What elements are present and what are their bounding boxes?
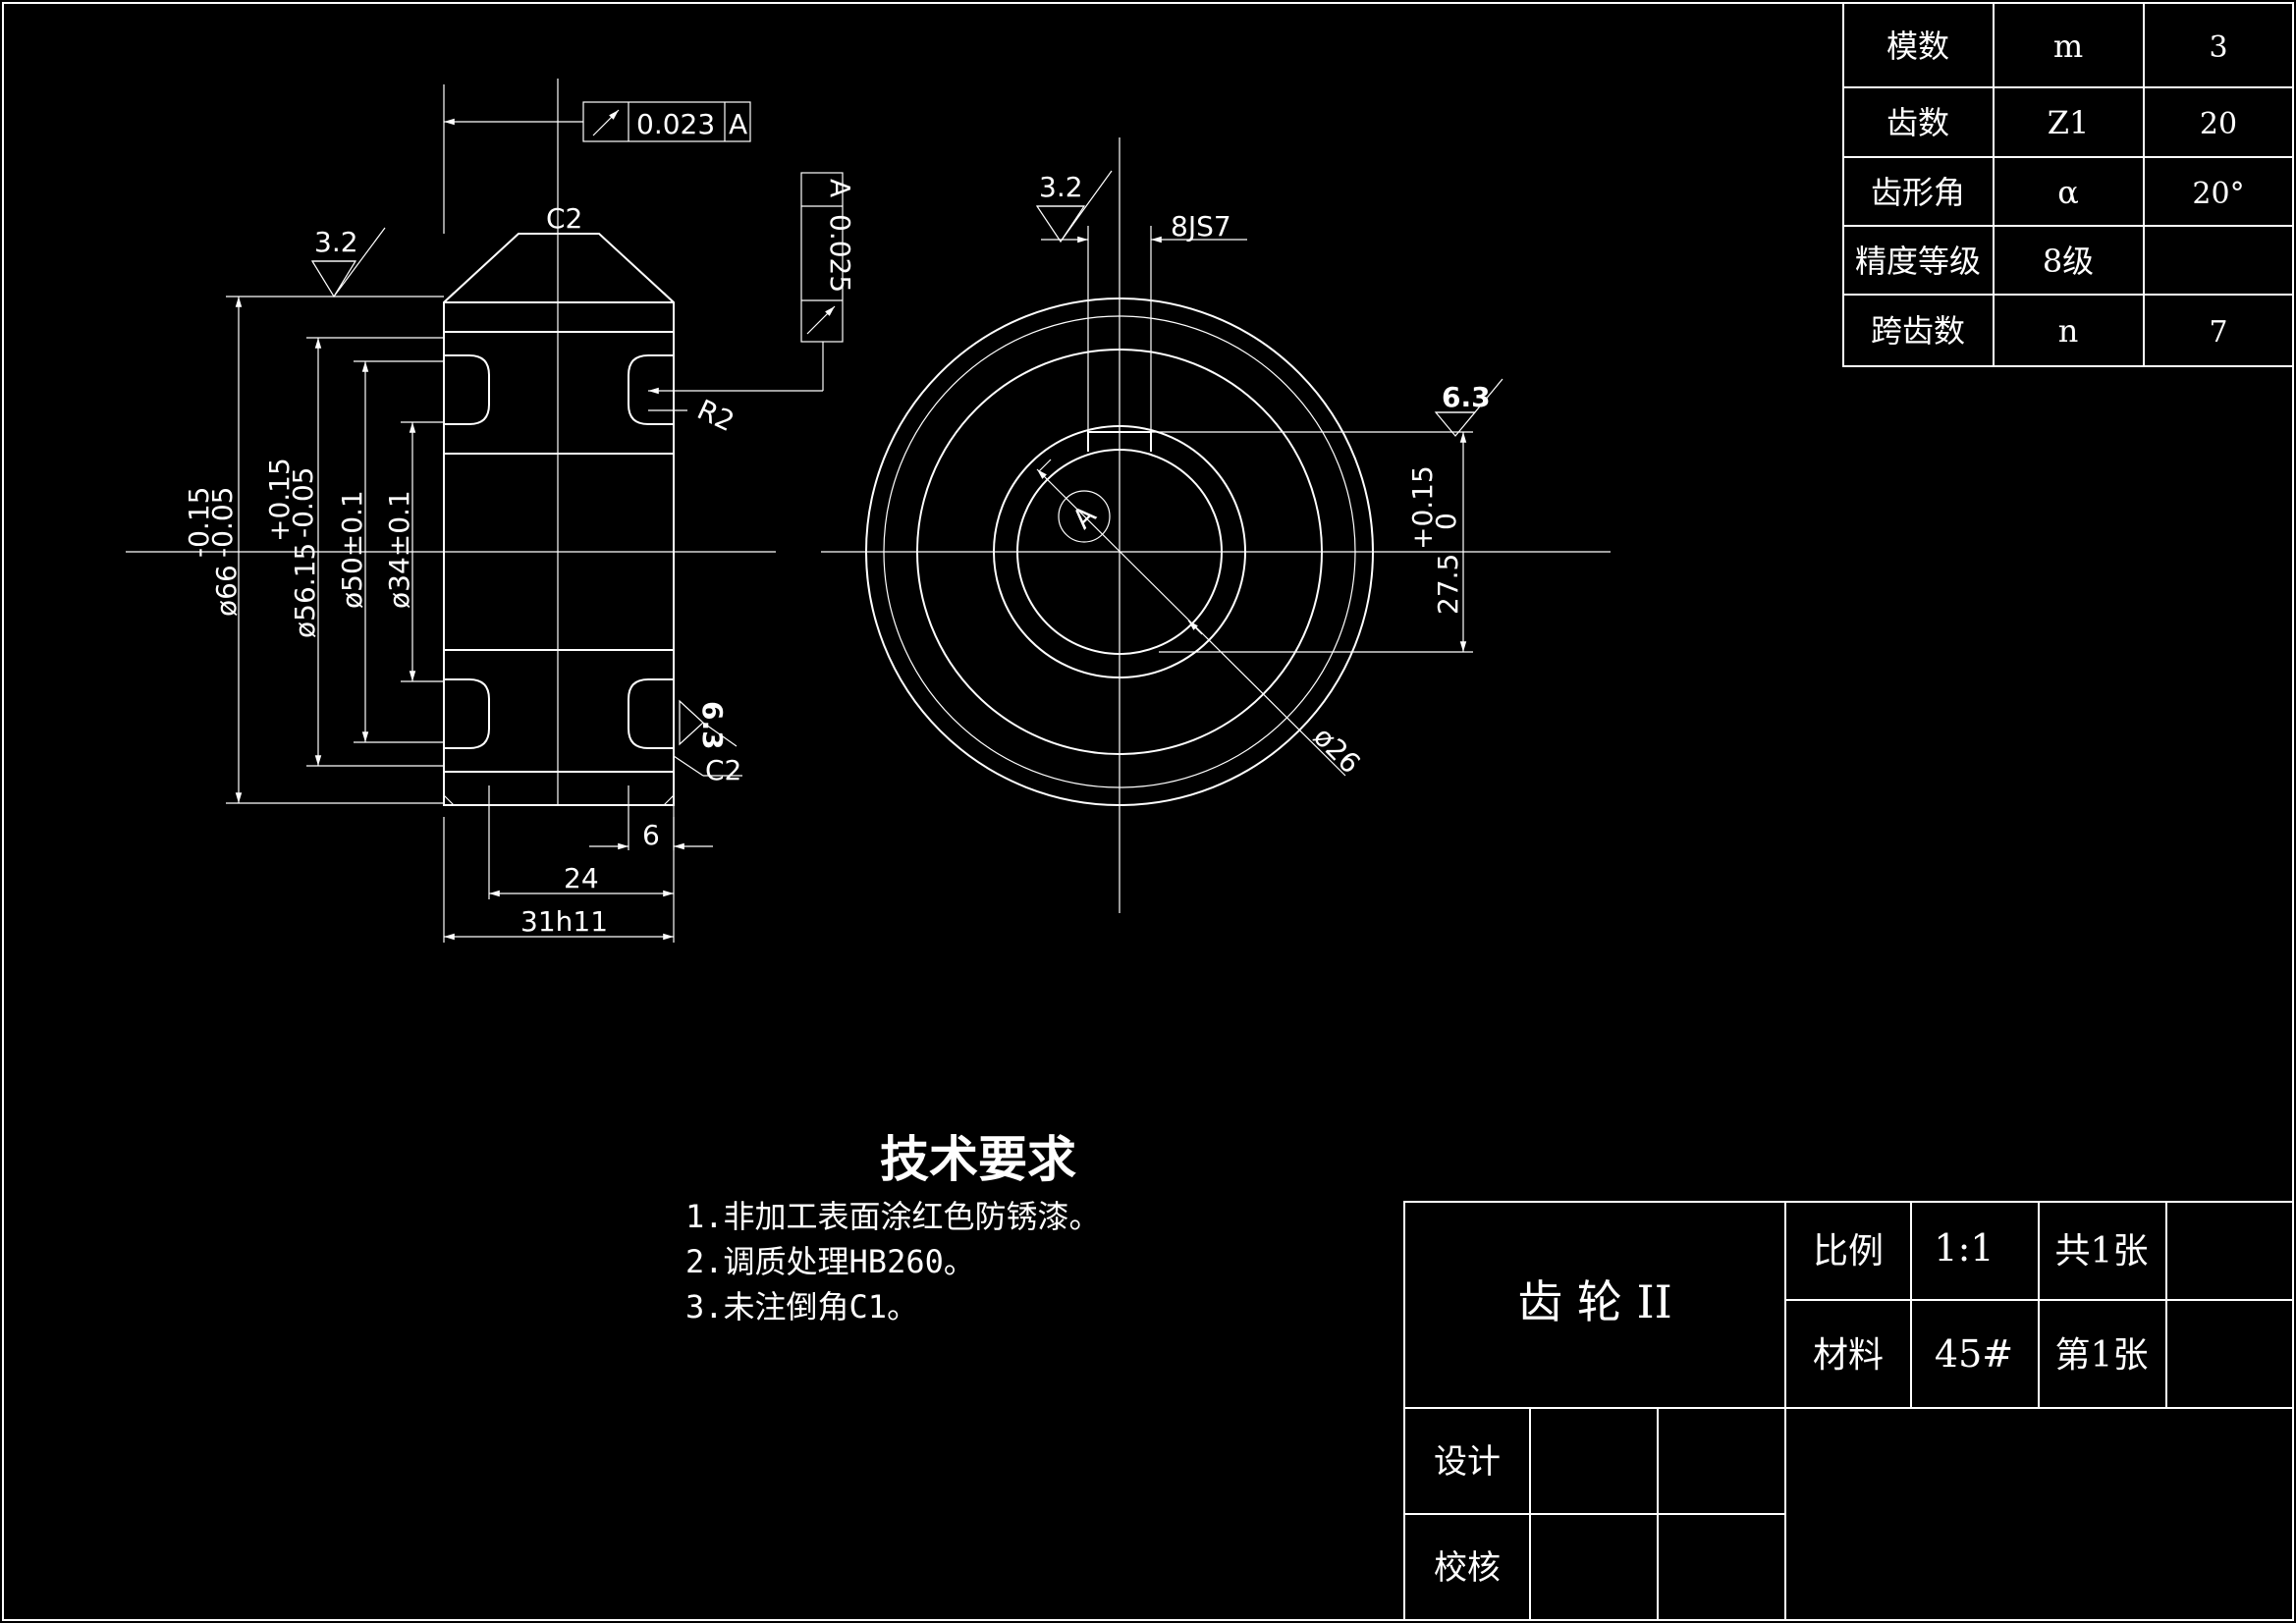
technical-requirements: 技术要求 1.非加工表面涂红色防锈漆。 2.调质处理HB260。 3.未注倒角C… [685,1131,1101,1325]
param-value-teeth: 20 [2200,107,2237,141]
param-value-span-teeth: 7 [2209,315,2227,350]
param-symbol-module: m [2053,27,2083,65]
param-symbol-pressure-angle: α [2057,174,2079,211]
dim-diameter-34: ø34±0.1 [383,490,415,609]
param-name-span-teeth: 跨齿数 [1871,312,1965,350]
chamfer-top-label: C2 [546,202,582,235]
param-name-teeth: 齿数 [1886,104,1949,141]
designer-label: 设计 [1434,1442,1501,1482]
dim-diameter-50: ø50±0.1 [336,490,368,609]
svg-text:6.3: 6.3 [1442,381,1491,413]
requirement-item-2: 2.调质处理HB260。 [685,1243,975,1280]
dim-pitch-tolerance-upper: +0.15 [263,458,296,542]
scale-value: 1:1 [1934,1226,1994,1270]
bore-diameter-label: ø26 [1307,721,1367,781]
dim-pitch-tolerance-lower: -0.05 [287,467,319,538]
roughness-symbol-keyway: 6.3 [1434,378,1503,437]
part-name: 齿 轮 II [1517,1275,1672,1328]
roughness-symbol-left: 3.2 [310,226,386,298]
dim-width-24: 24 [564,862,599,894]
svg-text:3.2: 3.2 [1039,171,1083,203]
param-value-pressure-angle: 20° [2192,177,2244,211]
requirement-item-3: 3.未注倒角C1。 [685,1288,918,1325]
svg-text:A: A [729,108,747,140]
keyway-width-label: 8JS7 [1171,210,1231,243]
sheets-total: 共1张 [2055,1231,2149,1271]
title-block: 齿 轮 II 比例 1:1 共1张 材料 45# 第1张 设计 校核 [1403,1201,2294,1621]
svg-text:0.025: 0.025 [824,214,856,293]
param-symbol-span-teeth: n [2058,312,2079,350]
front-view: 8JS7 3.2 27.5 +0.15 0 6.3 ø26 A [821,137,1611,913]
dim-outer-tolerance-upper: -0.15 [183,487,215,558]
roughness-symbol-front: 3.2 [1035,170,1113,243]
param-name-module: 模数 [1886,27,1949,65]
checker-label: 校核 [1434,1548,1501,1588]
chamfer-bottom-label: C2 [705,754,741,786]
dim-pitch-diameter: ø56.15 [289,543,321,638]
requirements-title: 技术要求 [880,1131,1076,1188]
material-label: 材料 [1813,1335,1884,1376]
dim-width-6: 6 [642,819,660,851]
keyway-depth-tolerance-lower: 0 [1430,513,1462,530]
param-symbol-accuracy: 8级 [2043,243,2094,280]
material-value: 45# [1935,1332,2013,1376]
requirement-item-1: 1.非加工表面涂红色防锈漆。 [685,1198,1101,1235]
dim-width-31h11: 31h11 [520,905,608,938]
dim-outer-tolerance-lower: -0.05 [206,487,239,558]
dim-outer-diameter: ø66 [210,565,243,617]
datum-a-symbol: A [1038,459,1111,543]
param-symbol-teeth: Z1 [2048,104,2090,141]
svg-text:0.023: 0.023 [636,108,715,140]
param-name-accuracy: 精度等级 [1855,243,1981,280]
roughness-symbol-side: 6.3 [679,699,738,750]
keyway-depth-label: 27.5 [1432,554,1464,615]
sheet-number: 第1张 [2055,1335,2149,1376]
param-value-module: 3 [2209,30,2227,65]
scale-label: 比例 [1813,1231,1884,1271]
svg-text:A: A [824,179,856,197]
svg-text:3.2: 3.2 [314,226,358,258]
fillet-label: R2 [692,393,739,438]
keyway-depth-tolerance-upper: +0.15 [1406,465,1439,550]
runout-tolerance-frame-side: A 0.025 [800,172,856,343]
svg-text:6.3: 6.3 [696,701,729,750]
gear-parameter-table: 模数 m 3 齿数 Z1 20 齿形角 α 20° 精度等级 8级 跨齿数 n … [1842,2,2294,367]
runout-tolerance-frame-top: 0.023 A [582,101,751,142]
section-view: ø66 -0.15 -0.05 ø56.15 +0.15 -0.05 ø50±0… [126,79,856,943]
param-name-pressure-angle: 齿形角 [1871,174,1965,211]
